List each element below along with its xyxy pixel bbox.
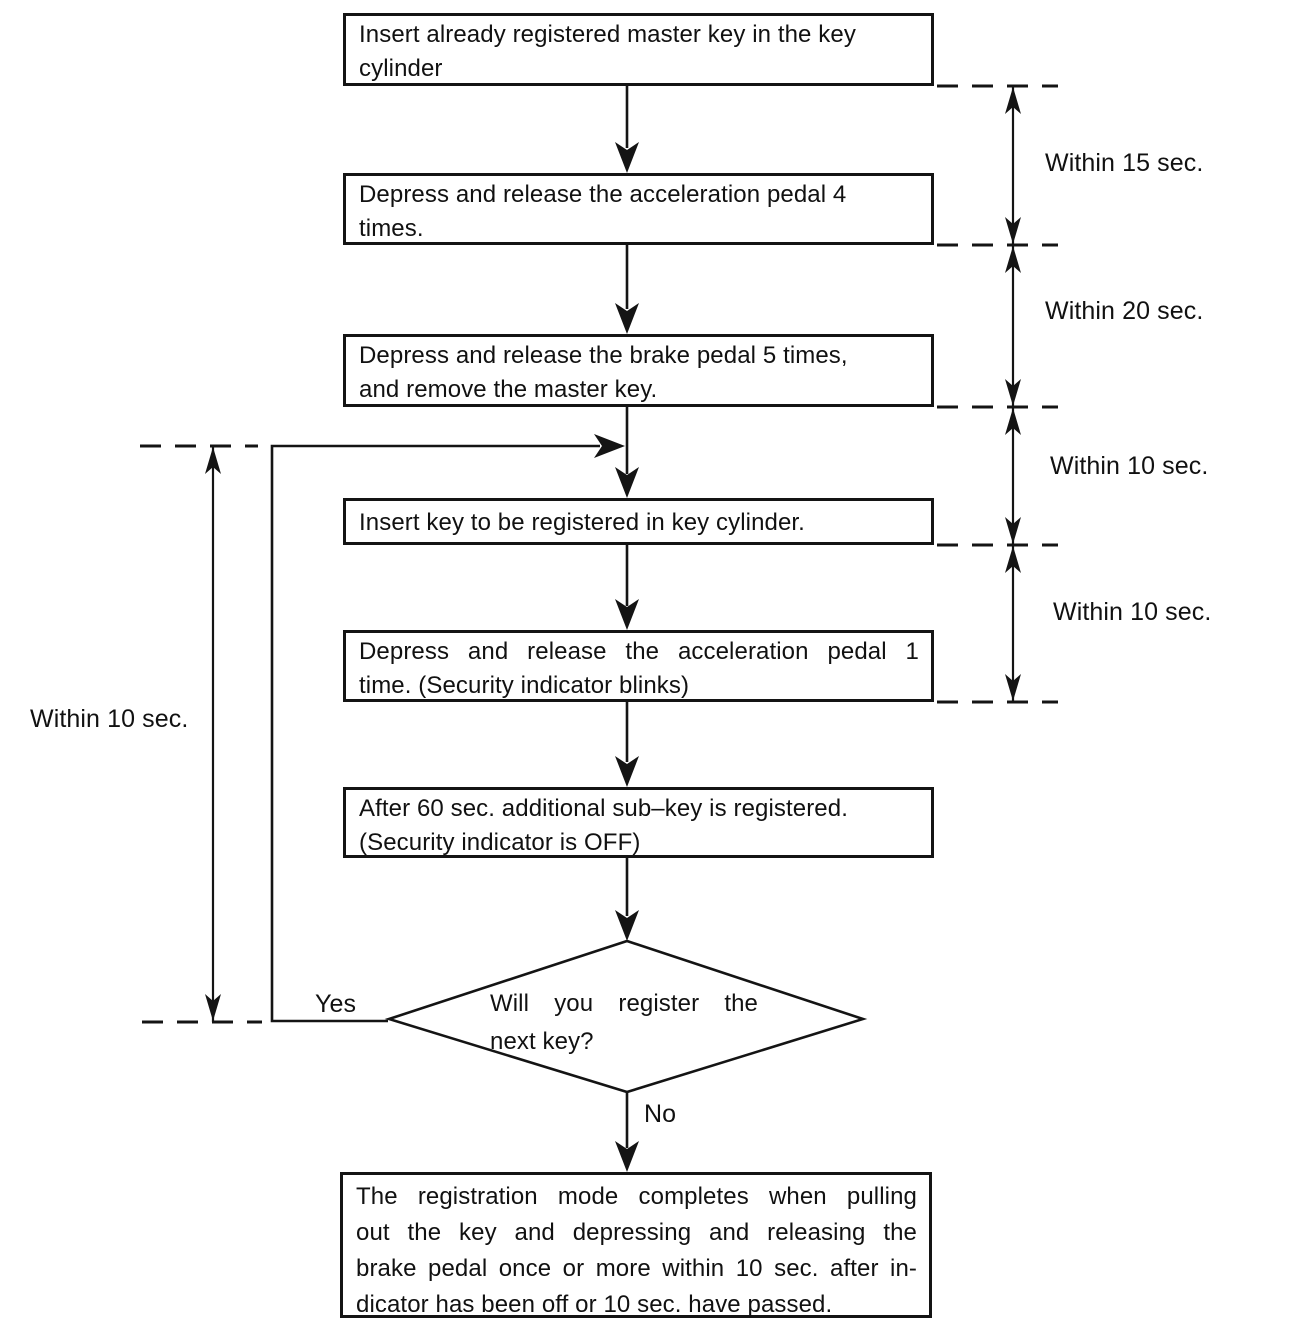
step-box-brake-pedal-5-times: Depress and release the brake pedal 5 ti…: [343, 334, 934, 407]
terminal-text-line: brake pedal once or more within 10 sec. …: [356, 1255, 917, 1282]
arrowhead-down-icon: [615, 756, 639, 787]
terminal-text-line: out the key and depressing and releasing…: [356, 1219, 917, 1246]
decision-question: Will you register the next key?: [490, 985, 758, 1061]
timing-label-within-10-sec: Within 10 sec.: [1053, 598, 1212, 626]
step-text-line: time. (Security indicator blinks): [359, 672, 690, 699]
flow-arrowheads: [594, 142, 639, 1172]
timing-label-within-15-sec: Within 15 sec.: [1045, 149, 1204, 177]
step-text-line: (Security indicator is OFF): [359, 829, 641, 856]
branch-label-yes: Yes: [315, 990, 357, 1018]
arrowhead-down-icon: [615, 467, 639, 498]
step-box-acceleration-pedal-4-times: Depress and release the acceleration ped…: [343, 173, 934, 245]
left-dimension-arrowheads: [205, 447, 221, 1021]
step-box-acceleration-pedal-1-time: Depress and release the acceleration ped…: [343, 630, 934, 702]
dim-arrow-up-icon: [1005, 408, 1021, 435]
dim-arrow-up-icon: [1005, 87, 1021, 114]
dim-arrow-down-icon: [1005, 217, 1021, 244]
arrowhead-right-icon: [594, 434, 625, 458]
decision-text-line: next key?: [490, 1028, 594, 1055]
step-text-line: Insert already registered master key in …: [359, 21, 856, 48]
timing-label-within-20-sec: Within 20 sec.: [1045, 297, 1204, 325]
left-dimension-dashes: [140, 444, 262, 1024]
dim-arrow-down-icon: [205, 994, 221, 1021]
decision-diamond: [384, 939, 868, 1094]
step-text-line: Insert key to be registered in key cylin…: [359, 509, 805, 536]
step-box-subkey-registered: After 60 sec. additional sub–key is regi…: [343, 787, 934, 858]
arrowhead-down-icon: [615, 142, 639, 173]
dim-arrow-down-icon: [1005, 379, 1021, 406]
step-text-line: and remove the master key.: [359, 376, 658, 403]
right-dimension-arrowheads: [1005, 87, 1021, 701]
step-text-line: cylinder: [359, 55, 443, 82]
dim-arrow-up-icon: [1005, 546, 1021, 573]
terminal-text-line: The registration mode completes when pul…: [356, 1183, 917, 1210]
loop-back-line: [270, 444, 600, 1023]
dim-arrow-down-icon: [1005, 517, 1021, 544]
step-text-line: times.: [359, 215, 424, 242]
timing-label-loop-within-10-sec: Within 10 sec.: [30, 705, 189, 733]
arrowhead-down-icon: [615, 599, 639, 630]
dim-arrow-up-icon: [1005, 246, 1021, 273]
step-box-insert-master-key: Insert already registered master key in …: [343, 13, 934, 86]
step-text-line: Depress and release the brake pedal 5 ti…: [359, 342, 848, 369]
step-text-line: Depress and release the acceleration ped…: [359, 181, 847, 208]
step-text-line: Depress and release the acceleration ped…: [359, 638, 919, 665]
arrowhead-down-icon: [615, 1141, 639, 1172]
terminal-box-registration-complete: The registration mode completes when pul…: [340, 1172, 932, 1318]
timing-label-within-10-sec: Within 10 sec.: [1050, 452, 1209, 480]
decision-text-line: Will you register the: [490, 990, 758, 1017]
terminal-text-line: dicator has been off or 10 sec. have pas…: [356, 1291, 833, 1318]
step-text-line: After 60 sec. additional sub–key is regi…: [359, 795, 848, 822]
arrowhead-down-icon: [615, 910, 639, 941]
dim-arrow-down-icon: [1005, 674, 1021, 701]
arrowhead-down-icon: [615, 303, 639, 334]
dim-arrow-up-icon: [205, 447, 221, 474]
branch-label-no: No: [644, 1100, 677, 1128]
step-box-insert-new-key: Insert key to be registered in key cylin…: [343, 498, 934, 545]
right-dimension-dashes: [937, 84, 1058, 704]
